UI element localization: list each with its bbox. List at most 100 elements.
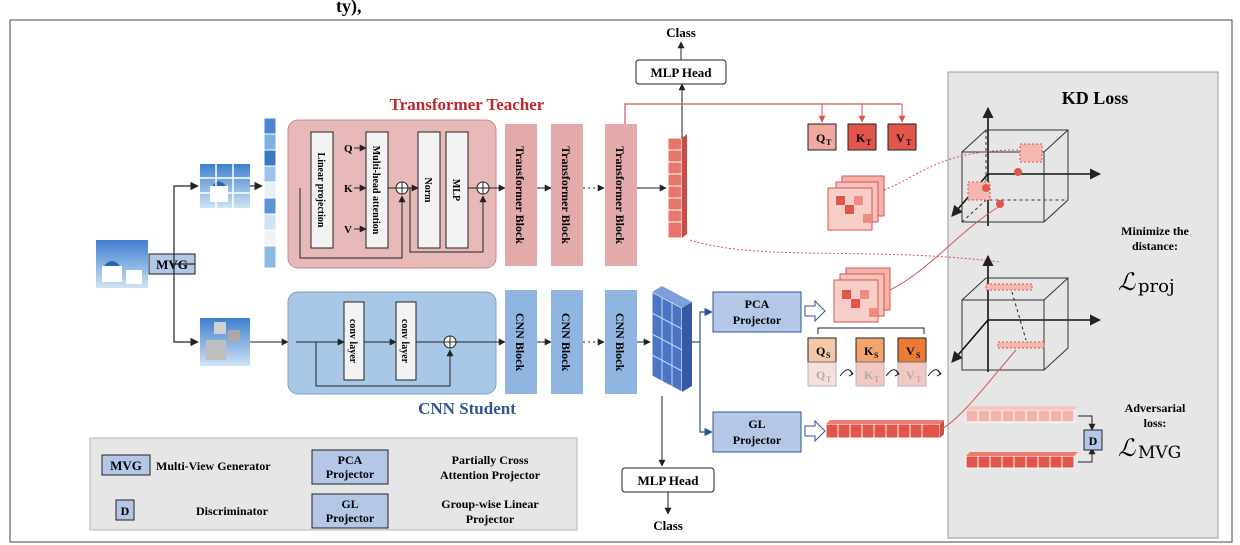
- svg-text:K: K: [864, 344, 874, 358]
- student-title: CNN Student: [418, 399, 516, 418]
- student-class-label: Class: [653, 518, 683, 533]
- svg-text:conv layer: conv layer: [347, 319, 358, 364]
- svg-text:T: T: [906, 138, 912, 147]
- kd-minimize-line-1: Minimize the: [1121, 224, 1189, 238]
- proj-loss-subscript: proj: [1138, 276, 1175, 297]
- svg-text:S: S: [874, 351, 879, 360]
- qkv-student: Q S K S V S: [807, 337, 927, 363]
- transformer-block-3: Transformer Block: [605, 124, 637, 266]
- teacher-attention-maps: [827, 175, 885, 231]
- teacher-class-label: Class: [666, 25, 696, 40]
- adversarial-tokens: [965, 406, 1078, 469]
- mvg-to-teacher-arrow: [172, 186, 198, 265]
- mvg-to-student-arrow: [173, 264, 199, 347]
- legend-pca-desc-2: Attention Projector: [440, 468, 541, 482]
- svg-text:conv layer: conv layer: [399, 319, 410, 364]
- transformer-block-2: Transformer Block: [551, 124, 583, 266]
- student-view-image: [200, 318, 250, 366]
- legend-mvg-key: [101, 454, 151, 476]
- svg-text:Projector: Projector: [733, 313, 782, 327]
- svg-text:Q: Q: [816, 368, 825, 382]
- linear-projection-label: Linear projection: [315, 153, 326, 228]
- mvg-loss-subscript: MVG: [1138, 443, 1181, 463]
- svg-text:MLP Head: MLP Head: [637, 473, 699, 488]
- swap-icon-1: [839, 369, 854, 377]
- cnn-block-1: CNN Block: [505, 290, 537, 394]
- svg-text:CNN Block: CNN Block: [613, 313, 627, 372]
- svg-text:K: K: [856, 131, 866, 145]
- student-feature-map: [651, 286, 692, 393]
- legend-d-key: [115, 499, 135, 521]
- svg-text:MVG: MVG: [110, 458, 142, 473]
- conv-layer-2: conv layer: [395, 301, 417, 381]
- svg-text:CNN Block: CNN Block: [513, 313, 527, 372]
- discriminator-box: [1083, 429, 1103, 451]
- teacher-panel: [287, 119, 497, 269]
- legend-pca-key: [311, 449, 389, 485]
- legend-pca-desc-1: Partially Cross: [452, 453, 529, 467]
- svg-text:GL: GL: [748, 417, 765, 431]
- legend-gl-desc-2: Projector: [466, 512, 515, 526]
- svg-text:T: T: [916, 375, 922, 384]
- svg-text:Transformer Block: Transformer Block: [559, 146, 573, 244]
- gl-output-arrow-icon: [804, 419, 826, 443]
- figure-frame: [9, 19, 1233, 543]
- svg-text:Q: Q: [816, 344, 825, 358]
- svg-text:PCA: PCA: [338, 453, 363, 467]
- pca-projector: [712, 291, 802, 333]
- svg-text:Projector: Projector: [326, 467, 375, 481]
- legend-gl-key: [311, 493, 389, 529]
- teacher-view-image: [200, 164, 250, 208]
- kd-adv-line-2: loss:: [1144, 416, 1167, 430]
- svg-text:D: D: [121, 504, 130, 518]
- svg-text:S: S: [826, 351, 831, 360]
- qkv-teacher-faded: Q T K T V T: [807, 361, 927, 387]
- kd-cube-upper: [951, 106, 1102, 226]
- conv-layer-1: conv layer: [343, 301, 365, 381]
- svg-text:T: T: [866, 138, 872, 147]
- swap-icon-2: [885, 369, 900, 377]
- kd-minimize-line-2: distance:: [1132, 239, 1178, 253]
- transformer-block-1: Transformer Block: [505, 124, 537, 266]
- student-panel: [287, 291, 497, 395]
- v-input-label: V: [344, 224, 352, 236]
- pca-output-arrow-icon: [804, 299, 826, 323]
- norm-label: Norm: [422, 178, 433, 204]
- kd-adv-line-1: Adversarial: [1125, 401, 1186, 415]
- svg-text:T: T: [874, 375, 880, 384]
- linear-projection-box: [310, 131, 334, 249]
- svg-text:V: V: [896, 131, 905, 145]
- svg-text:PCA: PCA: [745, 297, 770, 311]
- patch-sequence: [263, 117, 277, 269]
- svg-text:GL: GL: [341, 497, 358, 511]
- mlp-label: MLP: [450, 179, 461, 201]
- svg-text:Transformer Block: Transformer Block: [613, 146, 627, 244]
- svg-text:V: V: [906, 368, 915, 382]
- qkv-teacher: Q T K T V T: [807, 123, 917, 151]
- teacher-title: Transformer Teacher: [390, 95, 545, 114]
- norm-box: [417, 131, 441, 249]
- mlp-box: [445, 131, 469, 249]
- mvg-loss-symbol: ℒ: [1118, 434, 1136, 462]
- svg-text:T: T: [826, 138, 832, 147]
- gl-projector: [712, 411, 802, 453]
- svg-text:CNN Block: CNN Block: [559, 313, 573, 372]
- top-text-fragment: ty),: [336, 0, 362, 17]
- kd-cube-lower: [951, 254, 1102, 372]
- svg-text:S: S: [916, 351, 921, 360]
- svg-text:T: T: [826, 375, 832, 384]
- svg-text:Projector: Projector: [326, 511, 375, 525]
- teacher-feature-tokens: [667, 134, 687, 239]
- gl-tokens-row: [825, 420, 944, 439]
- k-input-label: K: [344, 183, 353, 195]
- cnn-block-3: CNN Block: [605, 290, 637, 394]
- input-image: [96, 240, 148, 288]
- svg-text:Transformer Block: Transformer Block: [513, 146, 527, 244]
- svg-text:Projector: Projector: [733, 433, 782, 447]
- q-input-label: Q: [344, 143, 353, 155]
- legend-mvg-desc: Multi-View Generator: [156, 459, 271, 473]
- legend-gl-desc-1: Group-wise Linear: [441, 497, 539, 511]
- student-attention-maps: [833, 267, 891, 323]
- svg-text:MLP Head: MLP Head: [650, 65, 712, 80]
